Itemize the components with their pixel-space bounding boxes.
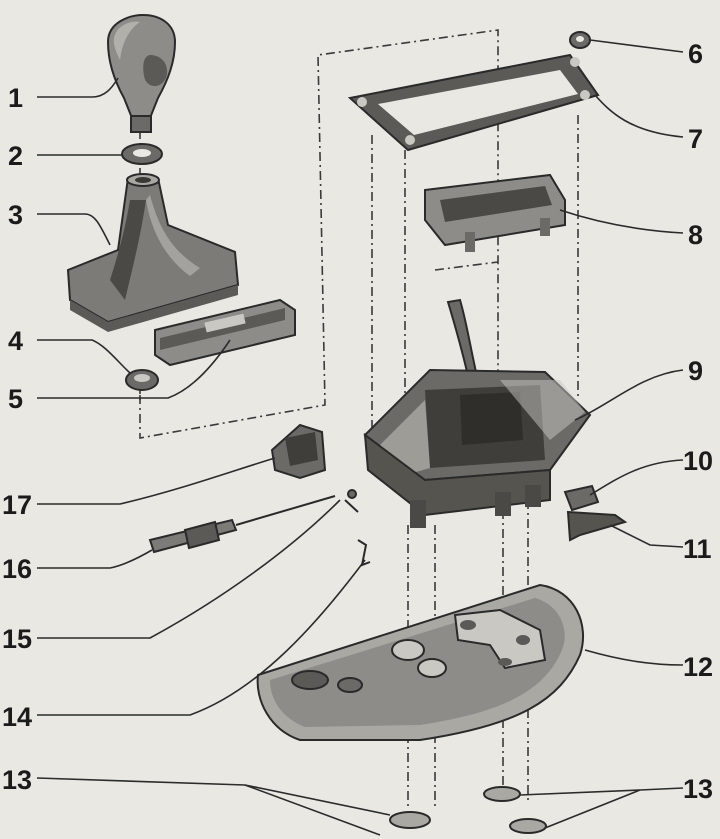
callout-3: 3 [8,200,23,230]
callout-17: 17 [2,490,32,520]
part-4-ring [125,369,159,391]
part-1-shift-knob [106,13,177,133]
callout-16: 16 [2,554,32,584]
callout-13-right: 13 [683,774,713,804]
part-17-connector-block [270,423,327,480]
callout-11: 11 [683,534,712,564]
callout-labels: 1 2 3 4 5 6 7 8 9 10 11 12 13 14 15 16 1… [2,39,713,804]
part-6-nut [569,31,591,49]
callout-9: 9 [688,356,703,386]
part-15-pin [344,489,359,513]
leader-lines [36,39,684,836]
part-10-switch [563,484,600,512]
callout-7: 7 [688,124,703,154]
part-14-spring-clip [357,539,371,567]
part-9-selector-housing [363,298,592,528]
part-16-cable-end [148,495,336,554]
part-5-clip-bracket [154,298,296,367]
part-12-base-plate [256,583,585,741]
callout-12: 12 [683,652,713,682]
callout-10: 10 [683,446,713,476]
callout-6: 6 [688,39,703,69]
part-3-gaiter-boot [66,173,240,332]
callout-1: 1 [8,83,23,113]
part-2-locking-ring [121,143,163,165]
part-13-rubber-pads [389,786,547,834]
part-7-gasket-frame [347,53,600,152]
callout-5: 5 [8,384,23,414]
callout-8: 8 [688,220,703,250]
callout-4: 4 [8,326,23,356]
callout-2: 2 [8,141,23,171]
callout-15: 15 [2,624,32,654]
callout-14: 14 [2,702,32,732]
part-11-lever [566,510,628,542]
part-8-guide-plate [424,173,566,252]
callout-13-left: 13 [2,765,32,795]
